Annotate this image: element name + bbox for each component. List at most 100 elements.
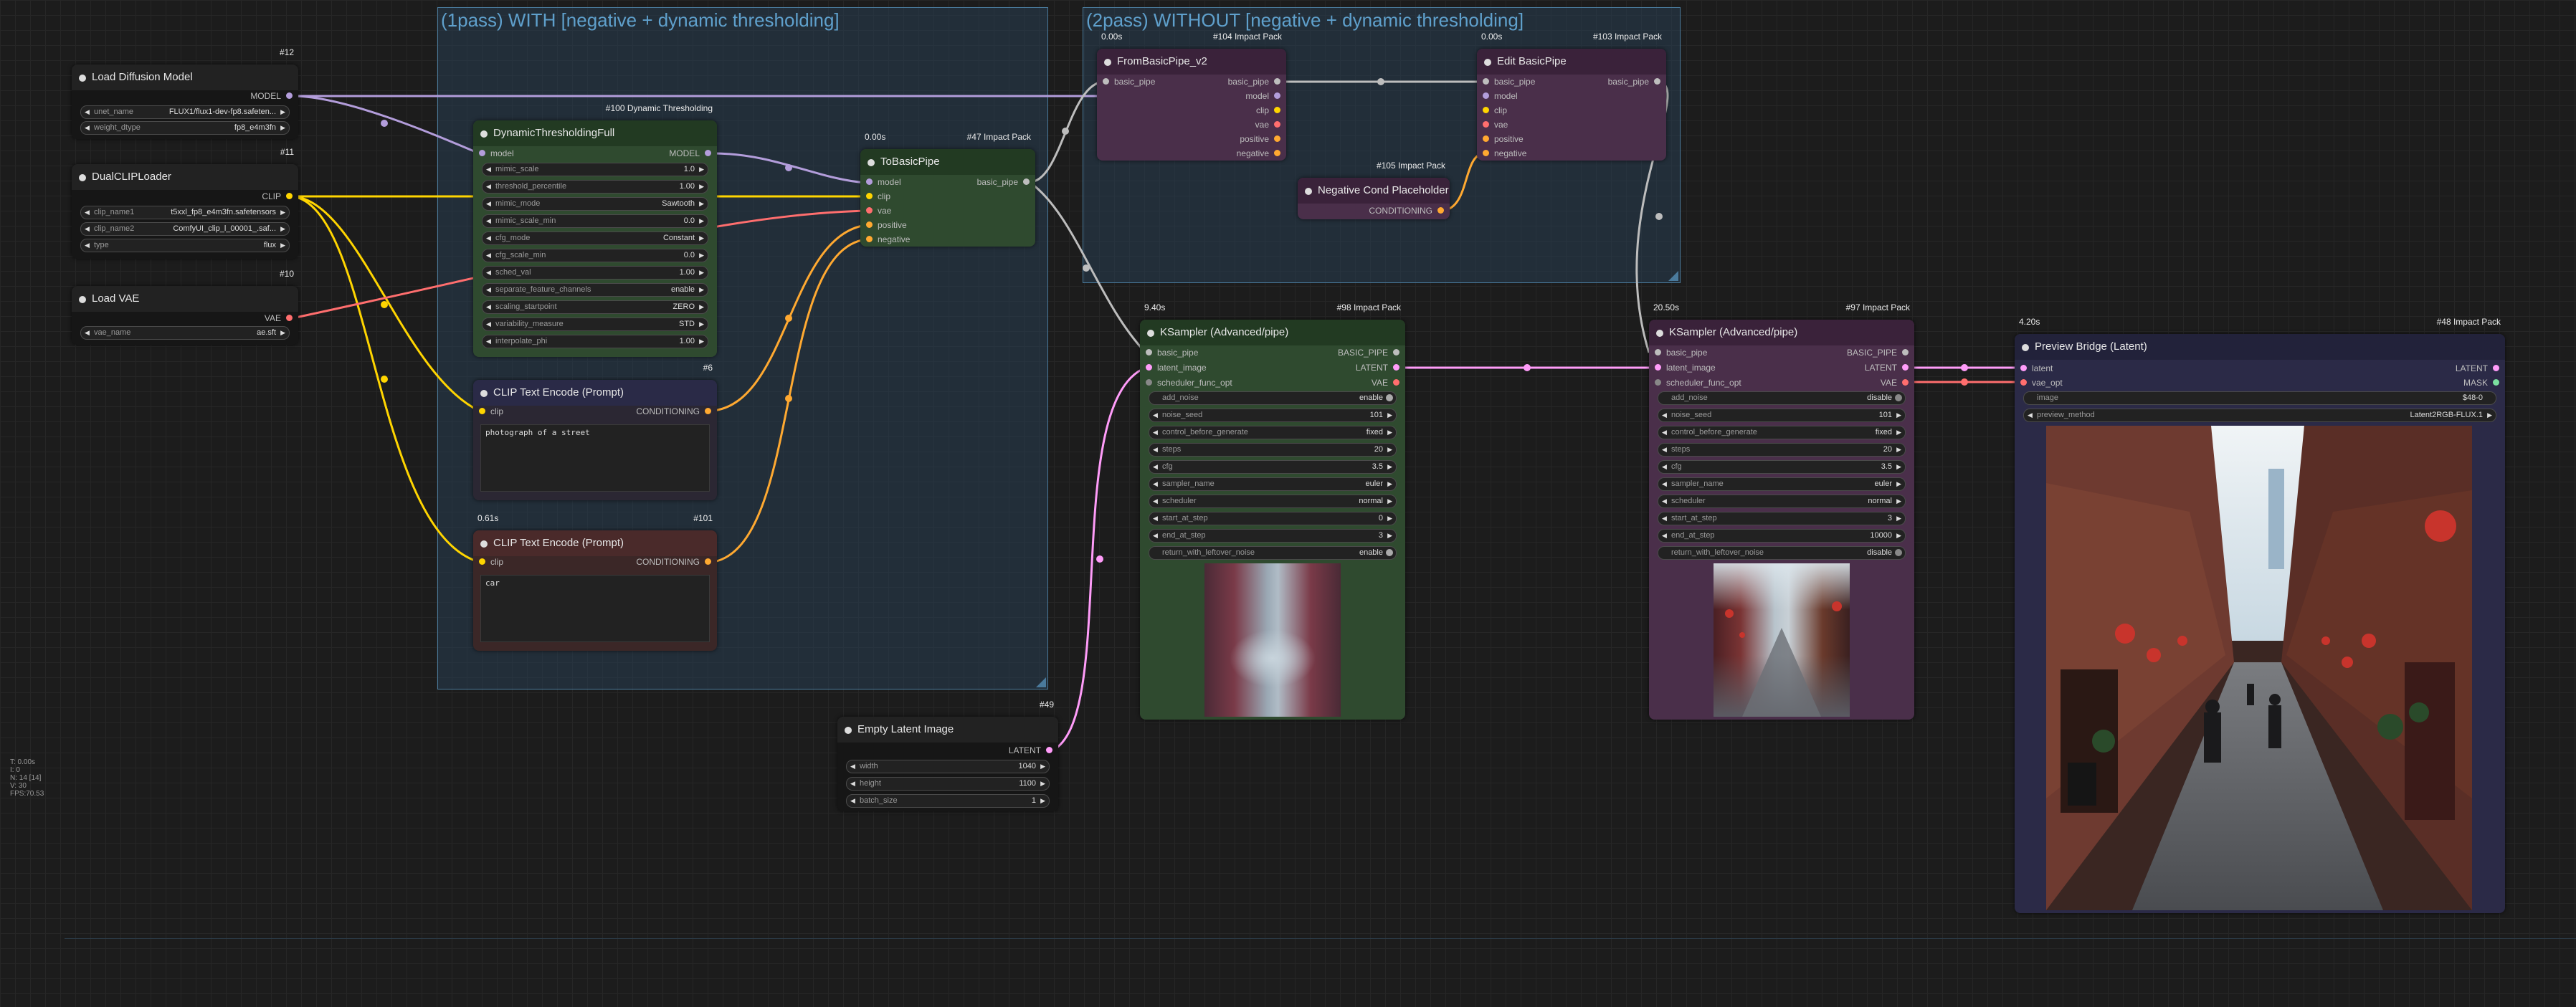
slot-dot-icon[interactable] — [705, 150, 711, 156]
arrow-left-icon[interactable]: ◀ — [85, 242, 90, 249]
arrow-right-icon[interactable]: ▶ — [2487, 411, 2492, 419]
slot-dot-icon[interactable] — [866, 236, 873, 242]
slot-dot-icon[interactable] — [1483, 150, 1489, 156]
toggle-icon[interactable] — [1386, 549, 1393, 556]
prompt-textarea[interactable]: photograph of a street — [480, 424, 710, 492]
arrow-right-icon[interactable]: ▶ — [1387, 480, 1392, 487]
slot-dot-icon[interactable] — [866, 221, 873, 228]
arrow-left-icon[interactable]: ◀ — [486, 286, 491, 293]
collapse-dot-icon[interactable] — [868, 159, 875, 166]
arrow-right-icon[interactable]: ▶ — [699, 286, 704, 293]
slot-dot-icon[interactable] — [286, 193, 293, 199]
node-title-bar[interactable]: DualCLIPLoader — [72, 164, 298, 190]
slot-dot-icon[interactable] — [479, 150, 485, 156]
arrow-right-icon[interactable]: ▶ — [1896, 515, 1901, 522]
arrow-left-icon[interactable]: ◀ — [1153, 515, 1158, 522]
collapse-dot-icon[interactable] — [79, 75, 86, 82]
arrow-right-icon[interactable]: ▶ — [1040, 797, 1045, 804]
arrow-right-icon[interactable]: ▶ — [1040, 780, 1045, 787]
arrow-left-icon[interactable]: ◀ — [1153, 532, 1158, 539]
slot-dot-icon[interactable] — [1274, 78, 1280, 85]
output-negative[interactable]: negative — [1237, 148, 1280, 159]
output-latent[interactable]: LATENT — [1865, 362, 1909, 373]
slot-dot-icon[interactable] — [866, 193, 873, 199]
slot-dot-icon[interactable] — [286, 315, 293, 321]
arrow-right-icon[interactable]: ▶ — [699, 166, 704, 173]
slot-dot-icon[interactable] — [1274, 150, 1280, 156]
arrow-right-icon[interactable]: ▶ — [280, 225, 285, 232]
output-vae[interactable]: VAE — [1881, 377, 1909, 388]
arrow-right-icon[interactable]: ▶ — [280, 242, 285, 249]
arrow-right-icon[interactable]: ▶ — [1040, 763, 1045, 770]
node-dynamic-thresholding[interactable]: #100 Dynamic Thresholding DynamicThresho… — [473, 103, 717, 357]
node-title-bar[interactable]: Negative Cond Placeholder — [1298, 178, 1450, 204]
input-basic-pipe[interactable]: basic_pipe — [1483, 76, 1535, 87]
arrow-right-icon[interactable]: ▶ — [1896, 463, 1901, 470]
input-scheduler-func-opt[interactable]: scheduler_func_opt — [1655, 377, 1741, 388]
input-latent-image[interactable]: latent_image — [1146, 362, 1207, 373]
slot-dot-icon[interactable] — [1655, 349, 1661, 355]
input-positive[interactable]: positive — [866, 219, 907, 231]
input-basic-pipe[interactable]: basic_pipe — [1655, 347, 1707, 358]
output-clip[interactable]: clip — [1256, 105, 1280, 116]
arrow-right-icon[interactable]: ▶ — [699, 320, 704, 328]
collapse-dot-icon[interactable] — [1656, 330, 1663, 337]
slot-dot-icon[interactable] — [1274, 92, 1280, 99]
input-clip[interactable]: clip — [479, 406, 503, 417]
collapse-dot-icon[interactable] — [480, 540, 488, 548]
arrow-right-icon[interactable]: ▶ — [699, 338, 704, 345]
widget-clip-name2[interactable]: ◀ clip_name2 ComfyUI_clip_l_00001_.saf..… — [80, 222, 290, 236]
output-model[interactable]: MODEL — [669, 148, 711, 159]
output-conditioning[interactable]: CONDITIONING — [636, 556, 711, 568]
input-vae[interactable]: vae — [1483, 119, 1508, 130]
slot-dot-icon[interactable] — [1902, 364, 1909, 371]
collapse-dot-icon[interactable] — [2022, 344, 2029, 351]
arrow-left-icon[interactable]: ◀ — [2028, 411, 2033, 419]
output-latent[interactable]: LATENT — [1009, 745, 1052, 756]
output-basic-pipe[interactable]: basic_pipe — [1608, 76, 1660, 87]
arrow-left-icon[interactable]: ◀ — [850, 763, 855, 770]
slot-dot-icon[interactable] — [479, 408, 485, 414]
arrow-right-icon[interactable]: ▶ — [1896, 497, 1901, 505]
node-title-bar[interactable]: ToBasicPipe — [860, 149, 1035, 175]
output-positive[interactable]: positive — [1240, 133, 1280, 145]
arrow-left-icon[interactable]: ◀ — [85, 209, 90, 216]
slot-dot-icon[interactable] — [1103, 78, 1109, 85]
node-preview-bridge-latent[interactable]: 4.20s #48 Impact Pack Preview Bridge (La… — [2015, 317, 2505, 913]
slot-dot-icon[interactable] — [866, 207, 873, 214]
arrow-right-icon[interactable]: ▶ — [1387, 497, 1392, 505]
arrow-left-icon[interactable]: ◀ — [850, 797, 855, 804]
widget-weight-dtype[interactable]: ◀ weight_dtype fp8_e4m3fn ▶ — [80, 121, 290, 135]
arrow-right-icon[interactable]: ▶ — [1387, 463, 1392, 470]
widget-image[interactable]: image$48-0 — [2023, 391, 2496, 405]
input-model[interactable]: model — [1483, 90, 1518, 102]
collapse-dot-icon[interactable] — [1147, 330, 1154, 337]
collapse-dot-icon[interactable] — [1484, 59, 1491, 66]
slot-dot-icon[interactable] — [2020, 365, 2027, 371]
output-conditioning[interactable]: CONDITIONING — [1369, 205, 1444, 216]
input-vae[interactable]: vae — [866, 205, 891, 216]
arrow-left-icon[interactable]: ◀ — [1662, 532, 1667, 539]
node-title-bar[interactable]: DynamicThresholdingFull — [473, 120, 717, 146]
arrow-right-icon[interactable]: ▶ — [699, 200, 704, 207]
slot-dot-icon[interactable] — [1654, 78, 1660, 85]
node-dual-clip-loader[interactable]: #11 DualCLIPLoader CLIP ◀ clip_name1 t5x… — [72, 147, 298, 259]
slot-dot-icon[interactable] — [1902, 379, 1909, 386]
node-title-bar[interactable]: CLIP Text Encode (Prompt) — [473, 380, 717, 406]
output-model[interactable]: model — [1245, 90, 1280, 102]
arrow-left-icon[interactable]: ◀ — [1662, 429, 1667, 436]
node-title-bar[interactable]: KSampler (Advanced/pipe) — [1649, 320, 1914, 345]
